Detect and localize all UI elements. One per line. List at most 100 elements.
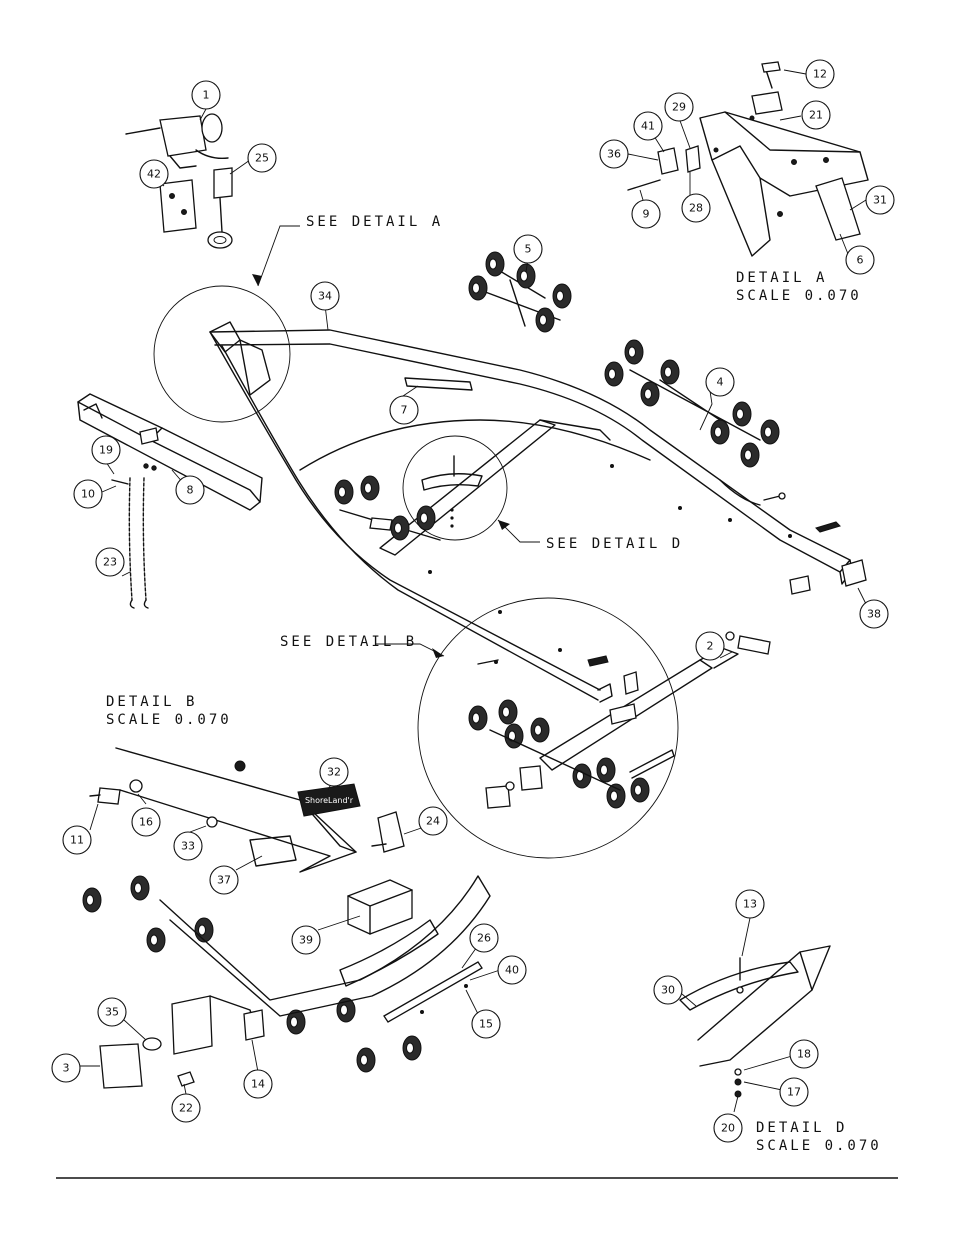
- callout-bubble: [310, 281, 340, 311]
- callout-31: 31: [865, 185, 895, 215]
- callout-number: 37: [217, 874, 231, 887]
- callout-number: 4: [717, 376, 724, 389]
- callout-number: 34: [318, 290, 332, 303]
- callout-number: 5: [525, 243, 532, 256]
- callout-number: 19: [99, 444, 113, 457]
- callout-bubble: [735, 889, 765, 919]
- callout-number: 30: [661, 984, 675, 997]
- callout-number: 31: [873, 194, 887, 207]
- callout-42: 42: [139, 159, 169, 189]
- detail-a-title: DETAIL A: [736, 270, 827, 286]
- callout-bubble: [845, 245, 875, 275]
- callout-number: 24: [426, 815, 440, 828]
- callout-10: 10: [73, 479, 103, 509]
- callout-bubble: [513, 234, 543, 264]
- callout-number: 3: [63, 1062, 70, 1075]
- callout-bubble: [805, 59, 835, 89]
- callout-number: 25: [255, 152, 269, 165]
- callout-number: 42: [147, 168, 161, 181]
- callout-bubble: [171, 1093, 201, 1123]
- callout-bubble: [243, 1069, 273, 1099]
- callout-32: 32: [319, 757, 349, 787]
- winch-assembly: [125, 113, 233, 249]
- roller-assembly-4: [604, 339, 780, 468]
- see-detail-a-label: SEE DETAIL A: [306, 214, 443, 230]
- callout-8: 8: [175, 475, 205, 505]
- callout-bubble: [73, 479, 103, 509]
- callout-bubble: [131, 807, 161, 837]
- callout-bubble: [471, 1009, 501, 1039]
- callout-number: 2: [707, 640, 714, 653]
- callout-41: 41: [633, 111, 663, 141]
- callout-bubble: [418, 806, 448, 836]
- callout-12: 12: [805, 59, 835, 89]
- callout-1: 1: [191, 80, 221, 110]
- callout-24: 24: [418, 806, 448, 836]
- callout-number: 8: [187, 484, 194, 497]
- callout-bubble: [62, 825, 92, 855]
- callout-number: 39: [299, 934, 313, 947]
- see-detail-b-label: SEE DETAIL B: [280, 634, 417, 650]
- callout-bubble: [779, 1077, 809, 1107]
- callout-21: 21: [801, 100, 831, 130]
- callout-26: 26: [469, 923, 499, 953]
- callout-bubble: [681, 193, 711, 223]
- callout-29: 29: [664, 92, 694, 122]
- callout-28: 28: [681, 193, 711, 223]
- callout-number: 29: [672, 101, 686, 114]
- callout-number: 33: [181, 840, 195, 853]
- callout-bubble: [209, 865, 239, 895]
- callout-number: 14: [251, 1078, 265, 1091]
- callout-7: 7: [389, 395, 419, 425]
- callout-number: 35: [105, 1006, 119, 1019]
- callout-number: 17: [787, 1086, 801, 1099]
- detail-d-title: DETAIL D: [756, 1120, 847, 1136]
- callout-number: 23: [103, 556, 117, 569]
- frame-roller-cluster: [334, 475, 441, 541]
- callout-35: 35: [97, 997, 127, 1027]
- callout-bubble: [633, 111, 663, 141]
- detail-a-scale: SCALE 0.070: [736, 288, 862, 304]
- detail-b-drawing: ShoreLand'r: [82, 747, 491, 1089]
- part-callouts: 1234567891011121314151617181920212223242…: [51, 59, 895, 1143]
- callout-bubble: [319, 757, 349, 787]
- callout-17: 17: [779, 1077, 809, 1107]
- main-frame: [209, 321, 867, 703]
- callout-bubble: [191, 80, 221, 110]
- callout-bubble: [91, 435, 121, 465]
- callout-11: 11: [62, 825, 92, 855]
- callout-bubble: [664, 92, 694, 122]
- callout-2: 2: [695, 631, 725, 661]
- roller-assembly-5: [468, 251, 572, 333]
- callout-bubble: [51, 1053, 81, 1083]
- detail-d-scale: SCALE 0.070: [756, 1138, 882, 1154]
- sticker-text: ShoreLand'r: [305, 796, 354, 805]
- callout-bubble: [173, 831, 203, 861]
- callout-number: 20: [721, 1122, 735, 1135]
- callout-number: 18: [797, 1048, 811, 1061]
- callout-bubble: [599, 139, 629, 169]
- callout-16: 16: [131, 807, 161, 837]
- callout-bubble: [865, 185, 895, 215]
- callout-number: 36: [607, 148, 621, 161]
- callout-number: 1: [203, 89, 210, 102]
- callout-number: 10: [81, 488, 95, 501]
- callout-bubble: [389, 395, 419, 425]
- callout-37: 37: [209, 865, 239, 895]
- callout-22: 22: [171, 1093, 201, 1123]
- callout-number: 13: [743, 898, 757, 911]
- callout-bubble: [291, 925, 321, 955]
- callout-number: 15: [479, 1018, 493, 1031]
- callout-3: 3: [51, 1053, 81, 1083]
- callout-bubble: [713, 1113, 743, 1143]
- callout-bubble: [139, 159, 169, 189]
- callout-number: 6: [857, 254, 864, 267]
- callout-leaders: [78, 69, 867, 1113]
- callout-19: 19: [91, 435, 121, 465]
- callout-13: 13: [735, 889, 765, 919]
- callout-number: 11: [70, 834, 84, 847]
- callout-9: 9: [631, 199, 661, 229]
- callout-number: 26: [477, 932, 491, 945]
- callout-number: 40: [505, 964, 519, 977]
